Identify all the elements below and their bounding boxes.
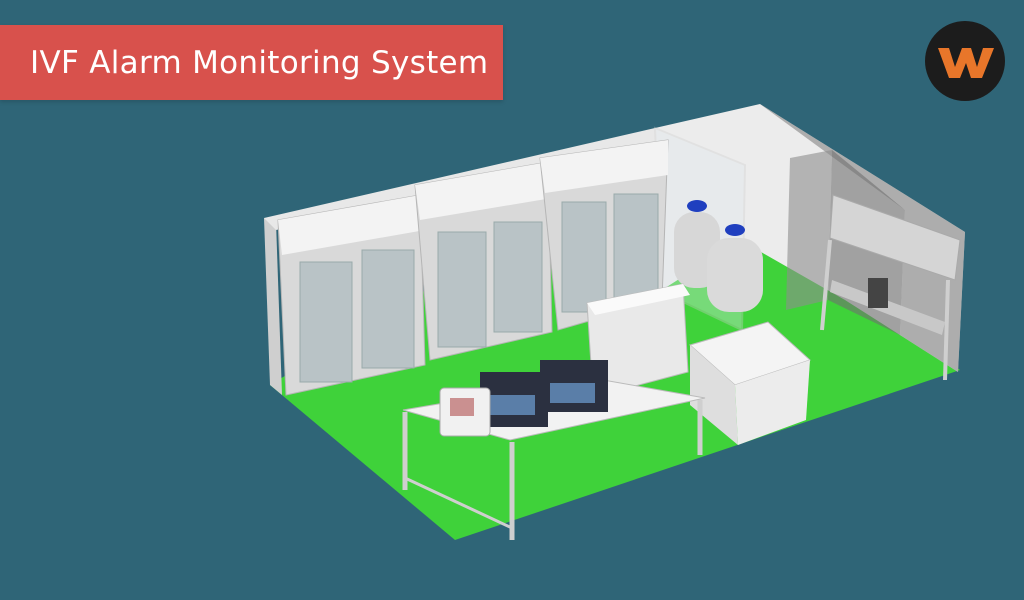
refrigerator-1 [277, 194, 426, 396]
monitoring-device [439, 387, 491, 437]
nitrogen-tank-2 [707, 224, 763, 312]
room-left-wall [264, 218, 282, 395]
chest-freezer [688, 321, 811, 445]
incubator-units [480, 360, 608, 427]
refrigerator-2 [414, 161, 553, 361]
page-title: IVF Alarm Monitoring System [30, 44, 489, 81]
fume-hood [820, 194, 961, 381]
w-logo-icon [925, 21, 1005, 101]
title-banner: IVF Alarm Monitoring System [0, 25, 503, 100]
refrigerator-3 [539, 139, 669, 331]
upright-freezer [586, 283, 690, 391]
